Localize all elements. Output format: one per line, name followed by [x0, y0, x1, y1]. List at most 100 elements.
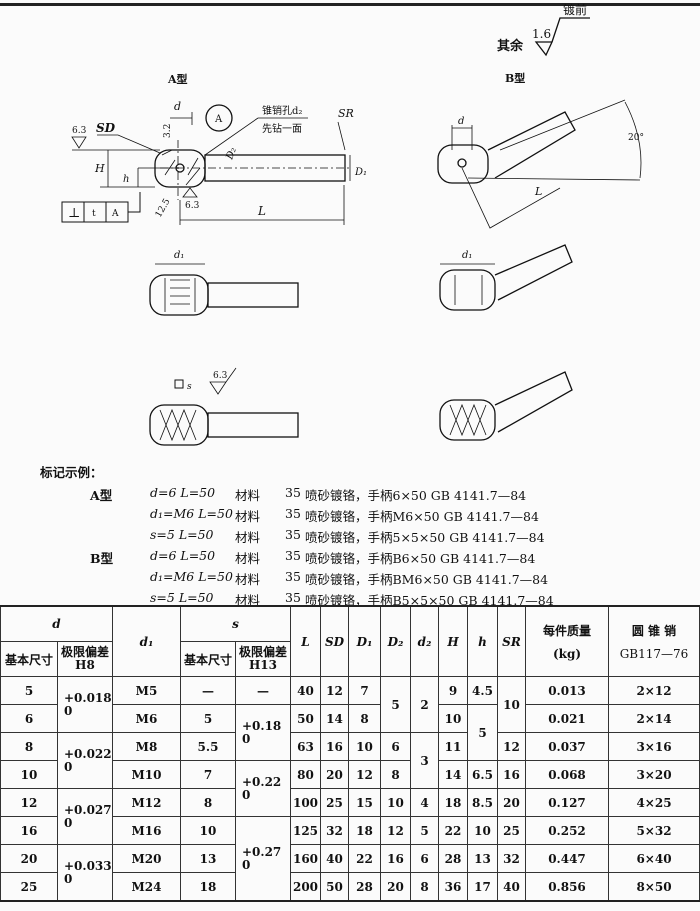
perpendicularity-icon: ⊥ — [68, 206, 80, 221]
header-l: L — [290, 605, 321, 677]
d1-label: D₁ — [354, 167, 367, 178]
cell-d: 10 — [0, 760, 58, 789]
cell-d2: 2 — [410, 676, 439, 733]
cell-d: 16 — [0, 816, 58, 845]
cell-L: 160 — [290, 844, 321, 873]
cell-SR: 32 — [497, 844, 526, 873]
header-h: h — [467, 605, 498, 677]
cell-d1: M24 — [112, 872, 181, 902]
d1-label: d₁ — [462, 250, 472, 261]
cell-h: 8.5 — [467, 788, 498, 817]
cell-mass: 0.856 — [525, 872, 609, 902]
cell-D1: 15 — [348, 788, 381, 817]
cell-s_tol: +0.22 0 — [235, 760, 291, 817]
example-mat: 材料 — [235, 488, 261, 503]
cell-d2: 3 — [410, 732, 439, 789]
roughness-6-3b-label: 6.3 — [185, 201, 200, 211]
cell-L: 100 — [290, 788, 321, 817]
type-a-view: A型 SD 6.3 d A 3.2 锥销孔d₂ 先钻一面 SR D₂ D₁ H — [61, 72, 367, 225]
header-s: s — [180, 605, 291, 642]
example-mat: 材料 — [235, 530, 261, 545]
header-sr: SR — [497, 605, 526, 677]
cell-s_tol: +0.27 0 — [235, 816, 291, 902]
example-desc: 喷砂镀铬，手柄M6×50 GB 4141.7—84 — [305, 509, 539, 524]
cell-mass: 0.447 — [525, 844, 609, 873]
cell-s: 13 — [180, 844, 236, 873]
roughness-icon-b — [182, 187, 198, 198]
cell-SD: 50 — [320, 872, 349, 902]
cell-D2: 12 — [380, 816, 411, 845]
tolerance-value: t — [92, 209, 96, 219]
cell-H: 9 — [438, 676, 468, 705]
example-type: B型 — [90, 551, 114, 566]
cell-pin: 4×25 — [608, 788, 700, 817]
cell-h: 10 — [467, 816, 498, 845]
cell-L: 40 — [290, 676, 321, 705]
cell-mass: 0.127 — [525, 788, 609, 817]
header-H: H — [438, 605, 468, 677]
cell-h: 13 — [467, 844, 498, 873]
cell-s: 5.5 — [180, 732, 236, 761]
example-desc: 喷砂镀铬，手柄B5×5×50 GB 4141.7—84 — [305, 593, 554, 608]
cell-d1: M16 — [112, 816, 181, 845]
type-b-title: B型 — [505, 71, 525, 85]
cell-SD: 25 — [320, 788, 349, 817]
cell-D2: 5 — [380, 676, 411, 733]
cell-D1: 8 — [348, 704, 381, 733]
roughness-12-5-label: 12.5 — [154, 197, 173, 220]
cell-d: 5 — [0, 676, 58, 705]
h-big-label: H — [94, 162, 105, 175]
cell-pin: 3×20 — [608, 760, 700, 789]
cell-d2: 4 — [410, 788, 439, 817]
cell-pin: 3×16 — [608, 732, 700, 761]
rest-label: 其余 — [497, 38, 524, 54]
cell-pin: 5×32 — [608, 816, 700, 845]
cell-d_tol: +0.033 0 — [57, 844, 113, 902]
cell-d1: M6 — [112, 704, 181, 733]
d2-label: D₂ — [224, 146, 239, 162]
header-s-basic: 基本尺寸 — [180, 641, 236, 677]
l-label: L — [257, 204, 266, 218]
type-a-title: A型 — [167, 72, 188, 86]
cell-D1: 7 — [348, 676, 381, 705]
cell-pin: 2×12 — [608, 676, 700, 705]
example-desc: 喷砂镀铬，手柄6×50 GB 4141.7—84 — [305, 488, 527, 503]
header-mass: 每件质量(kg) — [525, 605, 609, 677]
example-mat: 材料 — [235, 509, 261, 524]
dimensions-table: d d₁ s L SD D₁ D₂ d₂ H h SR 每件质量(kg) 圆 锥… — [0, 605, 700, 902]
hole-note-2: 先钻一面 — [262, 122, 302, 135]
cell-s: 8 — [180, 788, 236, 817]
cell-d: 12 — [0, 788, 58, 817]
cell-D1: 12 — [348, 760, 381, 789]
cell-mass: 0.021 — [525, 704, 609, 733]
cell-SD: 32 — [320, 816, 349, 845]
example-desc: 喷砂镀铬，手柄BM6×50 GB 4141.7—84 — [305, 572, 549, 587]
roughness-6-3-label: 6.3 — [72, 126, 87, 136]
cell-D2: 6 — [380, 732, 411, 761]
roughness-3-2-label: 3.2 — [163, 124, 173, 138]
d-label: d — [458, 116, 464, 127]
example-spec: d₁=M6 L=50 — [150, 506, 233, 521]
example-spec: s=5 L=50 — [150, 527, 214, 542]
cell-d: 25 — [0, 872, 58, 902]
cell-pin: 2×14 — [608, 704, 700, 733]
cell-D1: 22 — [348, 844, 381, 873]
cell-SD: 14 — [320, 704, 349, 733]
header-d-tol: 极限偏差 H8 — [57, 641, 113, 677]
cell-L: 80 — [290, 760, 321, 789]
example-mat: 材料 — [235, 551, 261, 566]
cell-s: 5 — [180, 704, 236, 733]
cell-L: 200 — [290, 872, 321, 902]
sd-label: SD — [96, 121, 116, 135]
s-label: s — [187, 382, 192, 392]
cell-s_tol: +0.18 0 — [235, 704, 291, 761]
datum-label: A — [214, 114, 223, 125]
cell-mass: 0.252 — [525, 816, 609, 845]
sr-label: SR — [338, 107, 354, 120]
